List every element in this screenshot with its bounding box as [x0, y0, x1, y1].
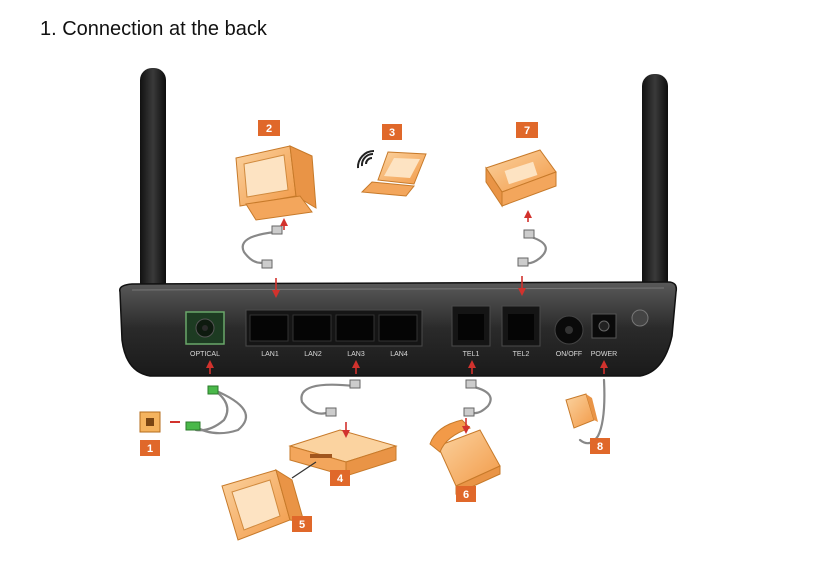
- svg-text:4: 4: [337, 473, 344, 485]
- label-lan2: LAN2: [304, 351, 322, 358]
- badge-4: 4: [330, 470, 350, 486]
- svg-text:8: 8: [597, 441, 603, 453]
- badge-1: 1: [140, 440, 160, 456]
- badge-2: 2: [258, 120, 280, 136]
- svg-text:6: 6: [463, 489, 469, 501]
- fax-icon: [485, 149, 557, 208]
- label-onoff: ON/OFF: [556, 351, 582, 358]
- badge-7: 7: [516, 122, 538, 138]
- lan-port-group: [245, 309, 423, 347]
- svg-text:1: 1: [147, 443, 153, 455]
- label-lan1: LAN1: [261, 351, 279, 358]
- laptop-icon: [360, 151, 427, 197]
- fiber-connectors: [185, 385, 219, 431]
- label-power: POWER: [591, 351, 617, 358]
- left-antenna: [140, 68, 166, 330]
- power-adapter-icon: [565, 393, 598, 429]
- label-tel2: TEL2: [513, 351, 530, 358]
- cables: [192, 230, 606, 445]
- optical-port: [185, 311, 225, 345]
- computer-icon: [235, 145, 317, 221]
- label-lan4: LAN4: [390, 351, 408, 358]
- cable-plugs: [261, 225, 535, 417]
- wifi-icon: [356, 149, 375, 169]
- label-lan3: LAN3: [347, 351, 365, 358]
- connection-arrows: [206, 210, 608, 438]
- settop-box-icon: [288, 429, 398, 477]
- label-optical: OPTICAL: [190, 351, 220, 358]
- label-tel1: TEL1: [463, 351, 480, 358]
- telephone-icon: [429, 419, 501, 495]
- right-antenna: [642, 74, 668, 336]
- svg-text:3: 3: [389, 127, 395, 139]
- tel1-port: [451, 305, 491, 347]
- badge-3: 3: [382, 124, 402, 140]
- svg-text:7: 7: [524, 125, 530, 137]
- power-button: [554, 315, 584, 345]
- badge-8: 8: [590, 438, 610, 454]
- badge-6: 6: [456, 486, 476, 502]
- svg-text:5: 5: [299, 519, 305, 531]
- tv-icon: [221, 468, 305, 541]
- svg-text:2: 2: [266, 123, 272, 135]
- badge-5: 5: [292, 516, 312, 532]
- power-jack: [591, 313, 617, 339]
- page-heading: 1. Connection at the back: [40, 18, 267, 40]
- fiber-socket-icon: [139, 411, 161, 433]
- tel2-port: [501, 305, 541, 347]
